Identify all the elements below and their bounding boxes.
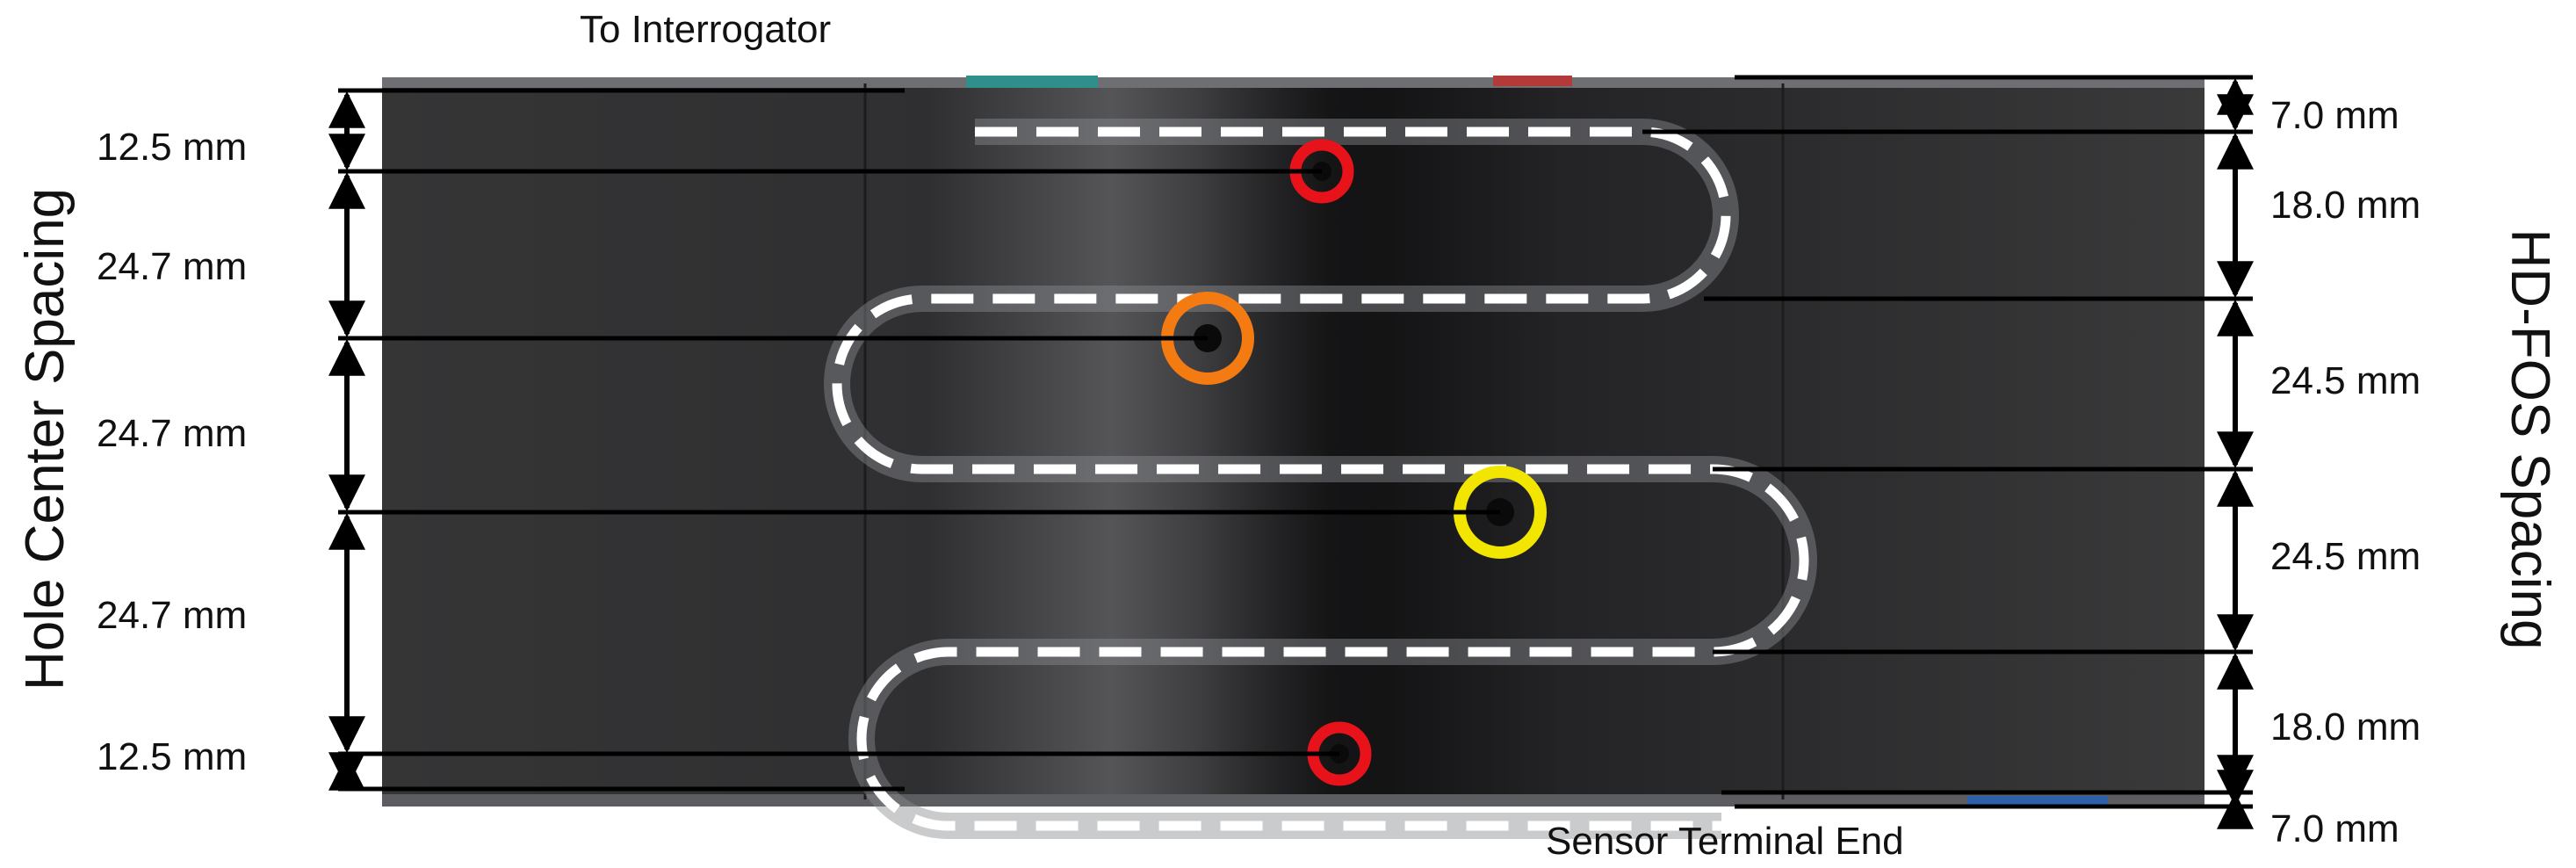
dim-label-left-3: 24.7 mm xyxy=(97,412,247,455)
dim-label-left-5: 12.5 mm xyxy=(97,735,247,778)
dim-label-left-1: 12.5 mm xyxy=(97,126,247,169)
left-leader-lines xyxy=(338,88,1500,792)
title-hd-fos-spacing: HD-FOS Spacing xyxy=(2500,229,2560,650)
panel-bottom-edge xyxy=(382,794,2204,807)
dim-label-right-5: 18.0 mm xyxy=(2270,705,2421,749)
panel-bottom-tape-blue xyxy=(1967,796,2108,807)
dim-label-right-6: 7.0 mm xyxy=(2270,807,2399,850)
panel-photo xyxy=(382,76,2204,807)
label-sensor-terminal-end: Sensor Terminal End xyxy=(1546,820,1904,863)
right-leader-lines xyxy=(1642,75,2253,809)
panel-shadow xyxy=(1194,77,1563,807)
title-hole-center-spacing: Hole Center Spacing xyxy=(15,188,76,691)
dim-label-left-4: 24.7 mm xyxy=(97,594,247,637)
dim-label-right-1: 7.0 mm xyxy=(2270,94,2399,137)
label-to-interrogator: To Interrogator xyxy=(580,8,831,51)
dim-label-left-2: 24.7 mm xyxy=(97,245,247,288)
panel-top-edge xyxy=(382,77,2204,88)
panel-top-tape-red xyxy=(1493,76,1572,86)
panel-top-tape-teal xyxy=(966,76,1098,88)
dim-label-right-4: 24.5 mm xyxy=(2270,535,2421,578)
dim-label-right-2: 18.0 mm xyxy=(2270,184,2421,227)
dim-label-right-3: 24.5 mm xyxy=(2270,359,2421,402)
